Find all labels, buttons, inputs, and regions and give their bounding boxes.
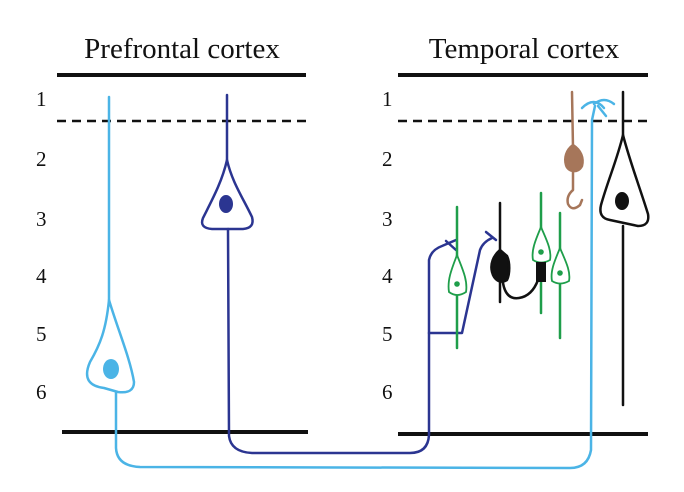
- temporal-cortex-title: Temporal cortex: [429, 33, 620, 65]
- brown-interneuron-soma: [564, 143, 584, 173]
- temporal-cortex-frame: [398, 73, 648, 436]
- brown-interneuron-dendrite: [570, 90, 575, 150]
- pfc-layer-label-3: 3: [36, 207, 47, 231]
- light-blue-terminal-branch: [596, 104, 608, 118]
- light-blue-axon: [114, 104, 597, 470]
- tc-layer-labels: 1 2 3 4 5 6: [382, 87, 393, 404]
- dark-blue-axon: [226, 227, 458, 455]
- tc-layer-label-5: 5: [382, 322, 393, 346]
- black-pyramidal-nucleus: [615, 192, 629, 210]
- green-interneuron-3-soma: [550, 245, 571, 285]
- pfc-layer-label-1: 1: [36, 87, 47, 111]
- black-interneuron-axon: [501, 264, 543, 300]
- green-interneuron-2-nucleus: [538, 249, 544, 255]
- green-interneuron-1-nucleus: [454, 281, 460, 287]
- dark-blue-nucleus: [219, 195, 233, 213]
- light-blue-pyramidal-neuron: [85, 95, 616, 470]
- pfc-layer-labels: 1 2 3 4 5 6: [36, 87, 47, 404]
- prefrontal-cortex-frame: [57, 73, 308, 434]
- pfc-layer-label-2: 2: [36, 147, 47, 171]
- green-interneuron-1: [447, 205, 468, 350]
- black-interneuron: [490, 201, 546, 304]
- green-interneuron-3-nucleus: [557, 270, 563, 276]
- tc-layer-label-1: 1: [382, 87, 393, 111]
- dark-blue-pyramidal-neuron: [200, 93, 498, 455]
- pfc-layer-label-6: 6: [36, 380, 47, 404]
- dark-blue-terminal-1: [444, 239, 458, 252]
- brown-interneuron-axon: [566, 170, 584, 210]
- pfc-layer-label-5: 5: [36, 322, 47, 346]
- light-blue-nucleus: [103, 359, 119, 379]
- black-interneuron-soma: [490, 248, 511, 283]
- tc-layer-label-2: 2: [382, 147, 393, 171]
- black-pyramidal-neuron: [599, 90, 650, 407]
- light-blue-soma: [85, 298, 136, 394]
- black-interneuron-bouton: [536, 262, 546, 282]
- tc-layer-label-6: 6: [382, 380, 393, 404]
- green-interneuron-2: [531, 191, 552, 315]
- light-blue-axon-terminal-left: [580, 100, 606, 110]
- tc-layer-label-3: 3: [382, 207, 393, 231]
- prefrontal-cortex-title: Prefrontal cortex: [84, 33, 280, 65]
- pfc-layer-label-4: 4: [36, 264, 47, 288]
- dark-blue-axon-collateral: [427, 236, 494, 335]
- green-interneuron-2-soma: [531, 224, 552, 264]
- dark-blue-soma: [200, 158, 254, 231]
- light-blue-axon-terminal-right: [592, 98, 616, 106]
- dark-blue-terminal-2: [484, 230, 498, 242]
- green-interneuron-3: [550, 211, 571, 340]
- green-interneuron-1-soma: [447, 252, 468, 296]
- brown-interneuron: [564, 90, 584, 210]
- tc-layer-label-4: 4: [382, 264, 393, 288]
- black-pyramidal-soma: [599, 133, 650, 228]
